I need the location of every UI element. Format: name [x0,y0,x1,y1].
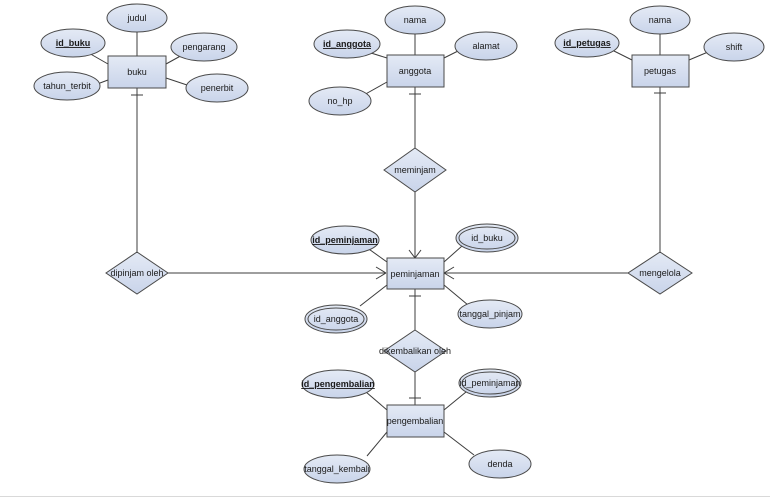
svg-text:id_peminjaman: id_peminjaman [459,378,520,388]
relationship-dikembalikan-oleh: dikembalikan oleh [379,329,451,373]
crowfoot-left-top [375,266,387,274]
svg-text:dikembalikan oleh: dikembalikan oleh [379,346,451,356]
svg-text:dipinjam oleh: dipinjam oleh [110,268,163,278]
svg-text:judul: judul [126,13,146,23]
crowfoot-right-top [443,266,455,274]
relationship-meminjam: meminjam [383,147,447,193]
svg-text:penerbit: penerbit [201,83,234,93]
attr-petugas-shift: shift [703,32,765,62]
entity-anggota: anggota [386,54,445,88]
svg-text:shift: shift [726,42,743,52]
svg-text:tanggal_kembali: tanggal_kembali [304,464,370,474]
primary-key-label: id_anggota [323,39,372,49]
connector-buku-penerbit [165,77,191,87]
primary-key-label: id_petugas [563,38,611,48]
attr-pengembalian-id-pengembalian: id_pengembalian [301,369,375,399]
primary-key-label: id_peminjaman [312,235,378,245]
crowfoot-right-bottom [443,272,455,280]
svg-text:nama: nama [649,15,672,25]
attr-anggota-nama: nama [384,5,446,35]
attr-petugas-id-petugas: id_petugas [554,28,620,58]
connector-peminjaman-id-anggota [359,284,388,307]
attr-anggota-id-anggota: id_anggota [313,29,381,59]
entity-petugas: petugas [631,54,690,88]
entity-pengembalian: pengembalian [386,404,445,438]
connector-petugas-shift [688,51,709,61]
attr-anggota-no-hp: no_hp [308,86,372,116]
entity-petugas-label: petugas [644,66,677,76]
svg-text:pengarang: pengarang [182,42,225,52]
attr-peminjaman-id-buku: id_buku [455,223,519,253]
attr-buku-judul: judul [106,3,168,33]
attr-pengembalian-denda: denda [468,449,532,479]
svg-text:nama: nama [404,15,427,25]
svg-text:id_buku: id_buku [471,233,503,243]
attr-pengembalian-id-peminjaman: id_peminjaman [458,368,522,398]
bottom-divider [0,496,770,497]
svg-text:mengelola: mengelola [639,268,681,278]
attr-pengembalian-tanggal-kembali: tanggal_kembali [303,454,371,484]
entity-buku: buku [107,55,167,89]
svg-text:meminjam: meminjam [394,165,436,175]
crowfoot-top-right [414,249,422,259]
entity-peminjaman-label: peminjaman [390,269,439,279]
attr-peminjaman-tanggal-pinjam: tanggal_pinjam [457,299,523,329]
entity-anggota-label: anggota [399,66,432,76]
primary-key-label: id_pengembalian [301,379,375,389]
attr-petugas-nama: nama [629,5,691,35]
entity-buku-label: buku [127,67,147,77]
entity-pengembalian-label: pengembalian [387,416,444,426]
svg-text:id_anggota: id_anggota [314,314,359,324]
connector-peminjaman-id-buku [443,245,463,263]
relationship-dipinjam-oleh: dipinjam oleh [105,251,169,295]
svg-text:tanggal_pinjam: tanggal_pinjam [459,309,520,319]
crowfoot-left-bottom [375,272,387,280]
svg-text:no_hp: no_hp [327,96,352,106]
crowfoot-top-left [408,249,416,259]
svg-text:tahun_terbit: tahun_terbit [43,81,91,91]
relationship-mengelola: mengelola [627,251,693,295]
connector-pengembalian-denda [443,431,475,456]
connector-pengembalian-id-peminjaman [443,391,467,411]
attr-buku-penerbit: penerbit [185,73,249,103]
entity-peminjaman: peminjaman [386,257,445,290]
attr-peminjaman-id-peminjaman: id_peminjaman [310,225,380,255]
svg-text:denda: denda [487,459,512,469]
attr-buku-pengarang: pengarang [170,32,238,62]
attr-peminjaman-id-anggota: id_anggota [304,304,368,334]
connectors [72,32,709,457]
svg-text:alamat: alamat [472,41,500,51]
attr-buku-tahun-terbit: tahun_terbit [33,71,101,101]
attr-buku-id-buku: id_buku [40,28,106,58]
attr-anggota-alamat: alamat [454,31,518,61]
connector-peminjaman-tanggal-pinjam [443,284,469,306]
connector-pengembalian-tanggal-kembali [366,431,388,457]
primary-key-label: id_buku [56,38,91,48]
connector-pengembalian-id-pengembalian [365,391,388,411]
